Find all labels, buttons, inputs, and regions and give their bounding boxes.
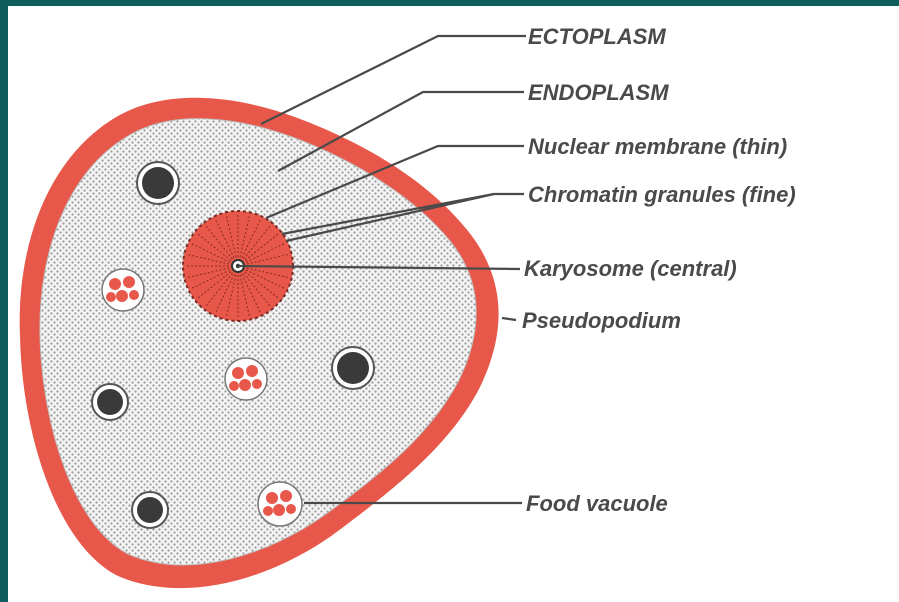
label-ectoplasm: ECTOPLASM [528,24,666,49]
food-vacuole [258,482,302,526]
dark-inclusion [132,492,168,528]
leader-pseudopodium [502,318,516,320]
label-pseudopodium: Pseudopodium [522,308,681,333]
label-food-vacuole: Food vacuole [526,491,668,516]
label-endoplasm: ENDOPLASM [528,80,669,105]
label-chromatin-granules: Chromatin granules (fine) [528,182,796,207]
leader-ectoplasm [261,36,526,124]
food-vacuole [225,358,267,400]
dark-inclusion [332,347,374,389]
label-nuclear-membrane: Nuclear membrane (thin) [528,134,787,159]
amoeba-cell-diagram: ECTOPLASM ENDOPLASM Nuclear membrane (th… [8,6,899,602]
label-karyosome: Karyosome (central) [524,256,737,281]
food-vacuole [102,269,144,311]
diagram-frame: ECTOPLASM ENDOPLASM Nuclear membrane (th… [8,6,899,602]
dark-inclusion [92,384,128,420]
dark-inclusion [137,162,179,204]
